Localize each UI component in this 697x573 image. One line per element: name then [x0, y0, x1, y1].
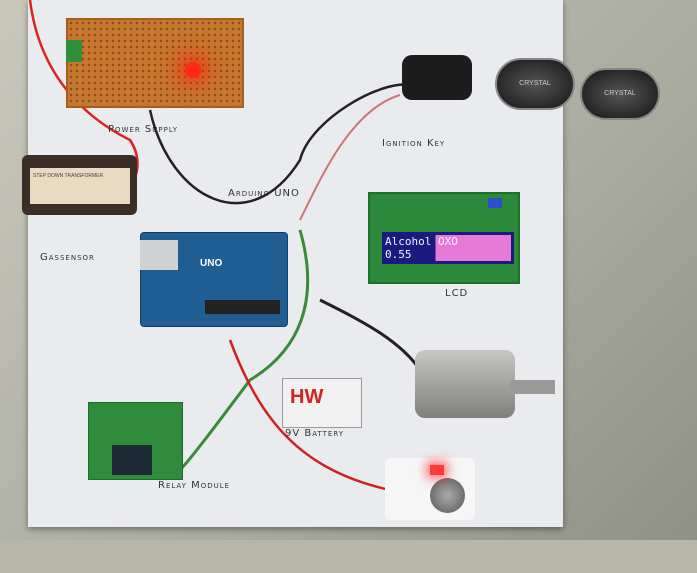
lcd-line-2: 0.55	[385, 248, 511, 261]
screw-terminal	[66, 40, 82, 62]
gas-sensor	[430, 478, 465, 513]
transformer-label: STEP DOWN TRANSFORMER	[30, 168, 130, 204]
contrast-potentiometer	[488, 198, 502, 208]
label-lcd: LCD	[445, 288, 469, 299]
red-led	[185, 62, 201, 78]
motor-shaft	[510, 380, 555, 394]
wire-black	[148, 83, 411, 205]
label-relay: Relay Module	[158, 480, 231, 491]
wire-motor	[319, 298, 422, 371]
wire-green	[178, 229, 310, 472]
label-arduino: Arduino UNO	[228, 188, 300, 199]
key-brand: CRYSTAL	[519, 80, 551, 87]
board-frame	[0, 540, 697, 573]
car-key-2: CRYSTAL	[580, 68, 660, 120]
wire-ignition	[299, 94, 401, 221]
key-brand: CRYSTAL	[604, 90, 636, 97]
label-battery: 9V Battery	[285, 428, 345, 439]
lcd-line-1: Alcohol OXO	[385, 235, 511, 248]
usb-port	[140, 240, 178, 270]
battery-9v	[282, 378, 362, 428]
wire-gas	[228, 339, 391, 492]
dc-motor	[415, 350, 515, 418]
lcd-screen: Alcohol OXO 0.55	[382, 232, 514, 264]
label-gassensor: Gassensor	[40, 252, 95, 263]
power-supply-pcb	[66, 18, 244, 108]
arduino-brand: UNO	[200, 258, 223, 269]
car-key-1: CRYSTAL	[495, 58, 575, 110]
microcontroller-chip	[205, 300, 280, 314]
relay-component	[112, 445, 152, 475]
battery-brand: HW	[290, 386, 324, 408]
label-ignition: Ignition Key	[382, 138, 446, 149]
label-power-supply: Power Supply	[108, 124, 179, 135]
ignition-switch	[402, 55, 472, 100]
gas-sensor-led	[430, 465, 444, 475]
